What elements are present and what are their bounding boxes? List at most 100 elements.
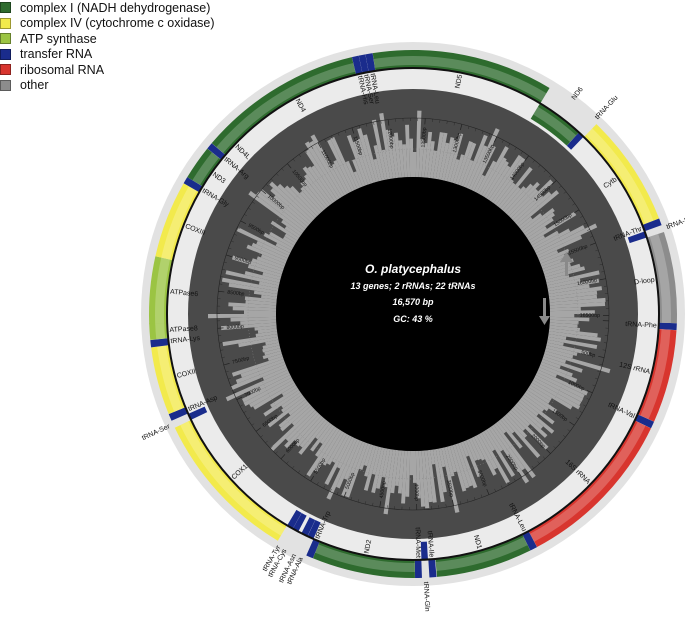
gc-bar: [518, 399, 539, 417]
tick-minor: [453, 122, 455, 126]
gc-bar: [401, 450, 408, 504]
tick-minor: [350, 497, 353, 500]
gene-arc-shade-nd6: [533, 106, 577, 142]
legend-item: transfer RNA: [0, 47, 215, 63]
legend-label: complex I (NADH dehydrogenase): [20, 0, 211, 15]
tick-minor: [597, 370, 601, 373]
gc-bar: [522, 394, 545, 412]
tick-minor: [256, 195, 260, 198]
gc-bar: [257, 328, 278, 334]
gene-arc-trna-ala: [307, 520, 321, 539]
gc-bar: [230, 364, 287, 391]
tick-minor: [298, 470, 301, 474]
gene-label: ND5: [454, 74, 464, 89]
gene-arc-trna-cys: [292, 512, 307, 532]
gc-bar: [221, 322, 277, 331]
tick-minor: [304, 474, 307, 478]
tick-minor: [543, 169, 547, 173]
gc-bar: [516, 401, 555, 434]
gc-bar: [415, 450, 421, 499]
gc-bar: [473, 174, 486, 193]
gc-bar: [373, 145, 385, 181]
tick-label: 11500bp: [352, 135, 364, 156]
tick-label: 16000bp: [577, 278, 598, 288]
gc-bar: [548, 284, 590, 294]
tick-minor: [251, 423, 255, 426]
gene-arc-trna-lys: [150, 338, 169, 348]
tick-minor: [481, 130, 484, 134]
gc-bar: [383, 449, 393, 488]
tick-major: [524, 155, 529, 161]
gc-bar: [502, 186, 526, 213]
gene-label: COXII: [176, 368, 196, 380]
gc-bar: [541, 359, 561, 369]
gc-bar: [303, 174, 331, 207]
gc-bar: [299, 190, 322, 215]
gene-label: tRNA-Ile: [426, 531, 435, 558]
tick-minor: [599, 263, 603, 266]
gene-label: ND1: [472, 534, 483, 549]
genome-length-line: 16,570 bp: [392, 297, 434, 307]
gc-bar: [263, 232, 293, 251]
gc-bar: [544, 348, 574, 359]
tick-minor: [275, 451, 278, 454]
gc-bar: [534, 225, 585, 254]
gc-bar: [254, 325, 277, 331]
gc-bar: [543, 263, 571, 275]
gc-bar: [481, 431, 496, 452]
tick-label: 13000bp: [452, 132, 463, 153]
gc-bar: [430, 449, 436, 465]
gc-bar: [500, 417, 515, 434]
gc-bar: [280, 403, 312, 432]
gene-label: tRNA-Gln: [422, 582, 430, 612]
tick-minor: [583, 404, 587, 407]
gc-bar: [405, 450, 411, 497]
tick-minor: [563, 435, 566, 438]
tick-minor: [221, 356, 225, 358]
gc-bar: [466, 145, 488, 189]
tick-minor: [583, 222, 587, 225]
tick-minor: [237, 227, 240, 229]
tick-minor: [494, 488, 496, 492]
gc-bar: [547, 339, 564, 346]
tick-minor: [305, 150, 308, 153]
tick-label: 16500bp: [580, 313, 600, 319]
tick-minor: [599, 363, 603, 366]
gc-bar: [270, 187, 312, 225]
gene-arc-atpase8: [149, 322, 169, 340]
legend-item: other: [0, 78, 215, 94]
gc-bar: [549, 325, 581, 332]
gc-bar: [413, 450, 417, 483]
gc-bar: [225, 369, 290, 402]
gc-bar: [493, 179, 514, 205]
gc-bar: [510, 407, 531, 427]
gc-bar: [256, 240, 290, 259]
gc-bar: [527, 226, 547, 241]
gc-bar: [543, 353, 567, 364]
gc-bar: [262, 345, 281, 353]
gc-bar: [244, 296, 277, 303]
gc-bar: [281, 384, 298, 397]
gc-bar: [252, 382, 296, 410]
gene-arc-shade-nd4l: [216, 126, 243, 153]
species-name: O. platycephalus: [365, 262, 461, 276]
gc-bar: [262, 350, 282, 360]
gc-bar: [304, 141, 343, 199]
legend-swatch: [0, 17, 11, 29]
gc-bar: [231, 255, 283, 275]
tick-minor: [568, 197, 571, 200]
tick-minor: [366, 123, 368, 127]
gc-bar: [528, 384, 552, 402]
gene-arc-shade-coxii: [157, 345, 183, 412]
tick-major: [287, 163, 292, 169]
gc-bar: [402, 144, 408, 178]
gc-bar: [549, 316, 590, 322]
tick-major: [551, 180, 557, 185]
tick-minor: [311, 146, 314, 149]
gc-bar: [333, 160, 353, 193]
tick-minor: [507, 482, 510, 485]
gc-bar: [385, 129, 396, 179]
gc-bar: [319, 424, 335, 445]
gc-bar: [546, 342, 590, 356]
gc-bar: [460, 441, 470, 457]
